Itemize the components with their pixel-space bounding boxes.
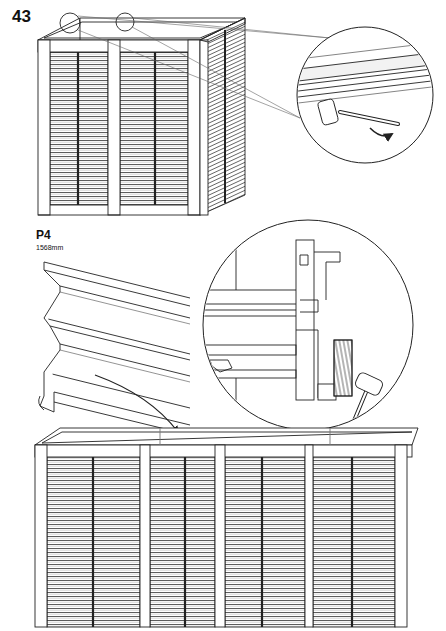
detail-callout-top bbox=[290, 27, 440, 163]
step-number: 43 bbox=[12, 8, 31, 27]
shed-frame-top bbox=[38, 13, 330, 215]
detail-callout-section bbox=[200, 220, 413, 440]
part-name: P4 bbox=[36, 229, 51, 242]
part-dimension: 1568mm bbox=[36, 244, 63, 252]
shed-frame-front bbox=[35, 428, 418, 627]
profile-p4 bbox=[39, 262, 190, 435]
